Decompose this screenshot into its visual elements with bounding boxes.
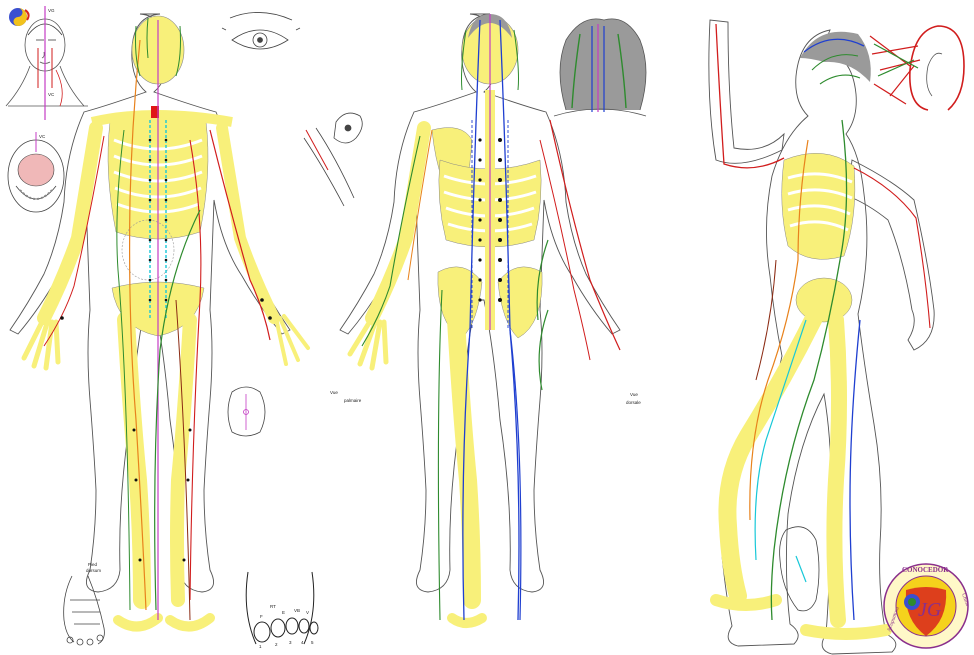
navel-inset (228, 387, 265, 436)
toe-label-e: V (306, 610, 309, 615)
back-head-inset (554, 19, 646, 116)
foot-skeleton-inset (64, 576, 105, 645)
yin-yang-logo-icon (9, 8, 29, 26)
mouth-detail: VC (8, 132, 64, 212)
side-brown-line (756, 260, 776, 380)
face-top-label: VG (48, 8, 55, 13)
toe-label-5: 5 (311, 640, 314, 645)
ear-inset (870, 26, 964, 110)
toe-label-a: RT (270, 604, 276, 609)
front-feet (118, 618, 210, 627)
side-back-leg-bone (834, 320, 839, 620)
side-figure (709, 20, 934, 654)
foot-front-label: Pied (88, 562, 98, 567)
back-small-intestine (550, 120, 620, 350)
face-detail-front (6, 19, 88, 106)
back-hand-label-2: palmaire (344, 398, 362, 403)
toe-label-1: 1 (259, 644, 262, 649)
back-left-foot (452, 618, 482, 623)
side-pelvis (796, 278, 852, 322)
side-arm-meridian-2 (854, 168, 930, 328)
eye-detail (222, 12, 300, 49)
side-bladder (850, 320, 860, 620)
shoulder-inset (304, 113, 362, 206)
side-raised-arm-meridian (716, 24, 784, 168)
toe-label-d: VB (294, 608, 300, 613)
large-intestine-neck (56, 70, 62, 106)
front-left-leg-bone (126, 320, 142, 600)
back-hand-label-1: Vue (330, 390, 338, 395)
back-gallbladder (362, 136, 442, 620)
foot-front-sub-label: dorsum (86, 568, 101, 573)
front-right-arm-bone (222, 128, 274, 318)
toe-label-b: F (260, 614, 263, 619)
back-triple-burner (540, 140, 590, 360)
seal-arc-text: CONOCEDOR (902, 566, 949, 574)
back-hand-label-4: dorsale (626, 400, 641, 405)
sole-inset (780, 527, 819, 611)
toe-label-2: 2 (275, 642, 278, 647)
back-hand-label-3: Vue (630, 392, 638, 397)
toe-label-3: 3 (289, 640, 292, 645)
face-mid-label: VC (48, 92, 55, 97)
front-left-hand (24, 318, 58, 368)
side-raised-arm-bone (718, 28, 780, 163)
toe-label-4: 4 (301, 640, 304, 645)
mouth-top-label: VC (39, 134, 46, 139)
side-front-leg-bone (727, 318, 814, 596)
seal-monogram: JG (918, 599, 942, 621)
toe-label-c: E (282, 610, 285, 615)
front-right-hand (276, 316, 308, 364)
back-right-green (537, 240, 548, 390)
side-feet (716, 600, 886, 634)
arm-inset-meridian (306, 130, 328, 170)
toes-inset (246, 572, 318, 644)
